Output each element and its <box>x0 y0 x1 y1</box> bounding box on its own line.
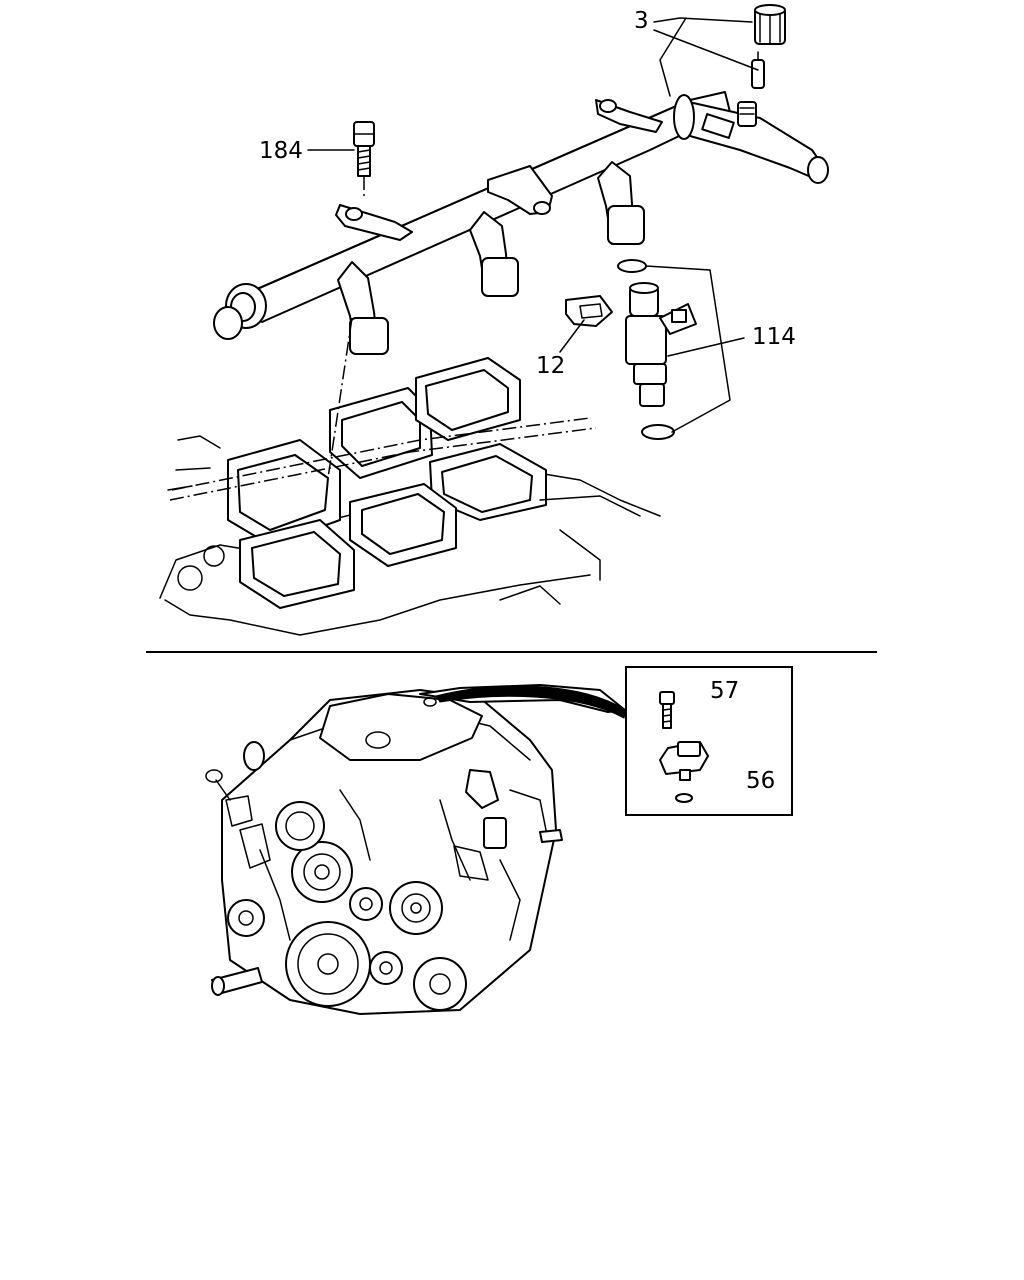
callout-114: 114 <box>752 324 796 350</box>
callout-184: 184 <box>259 138 303 164</box>
engine-drawing <box>205 684 626 1015</box>
sensor-inset <box>625 666 793 816</box>
injector-drawing <box>617 259 731 440</box>
fuel-cap-and-valve <box>751 4 786 89</box>
callout-56: 56 <box>746 768 776 794</box>
callout-12: 12 <box>536 353 566 379</box>
intake-manifold-drawing <box>159 357 661 636</box>
fuel-rail-assembly <box>213 91 829 355</box>
callout-3: 3 <box>634 8 649 34</box>
callout-57: 57 <box>710 678 740 704</box>
connector-clip-drawing <box>565 295 613 327</box>
bolt-184-drawing <box>353 121 375 177</box>
